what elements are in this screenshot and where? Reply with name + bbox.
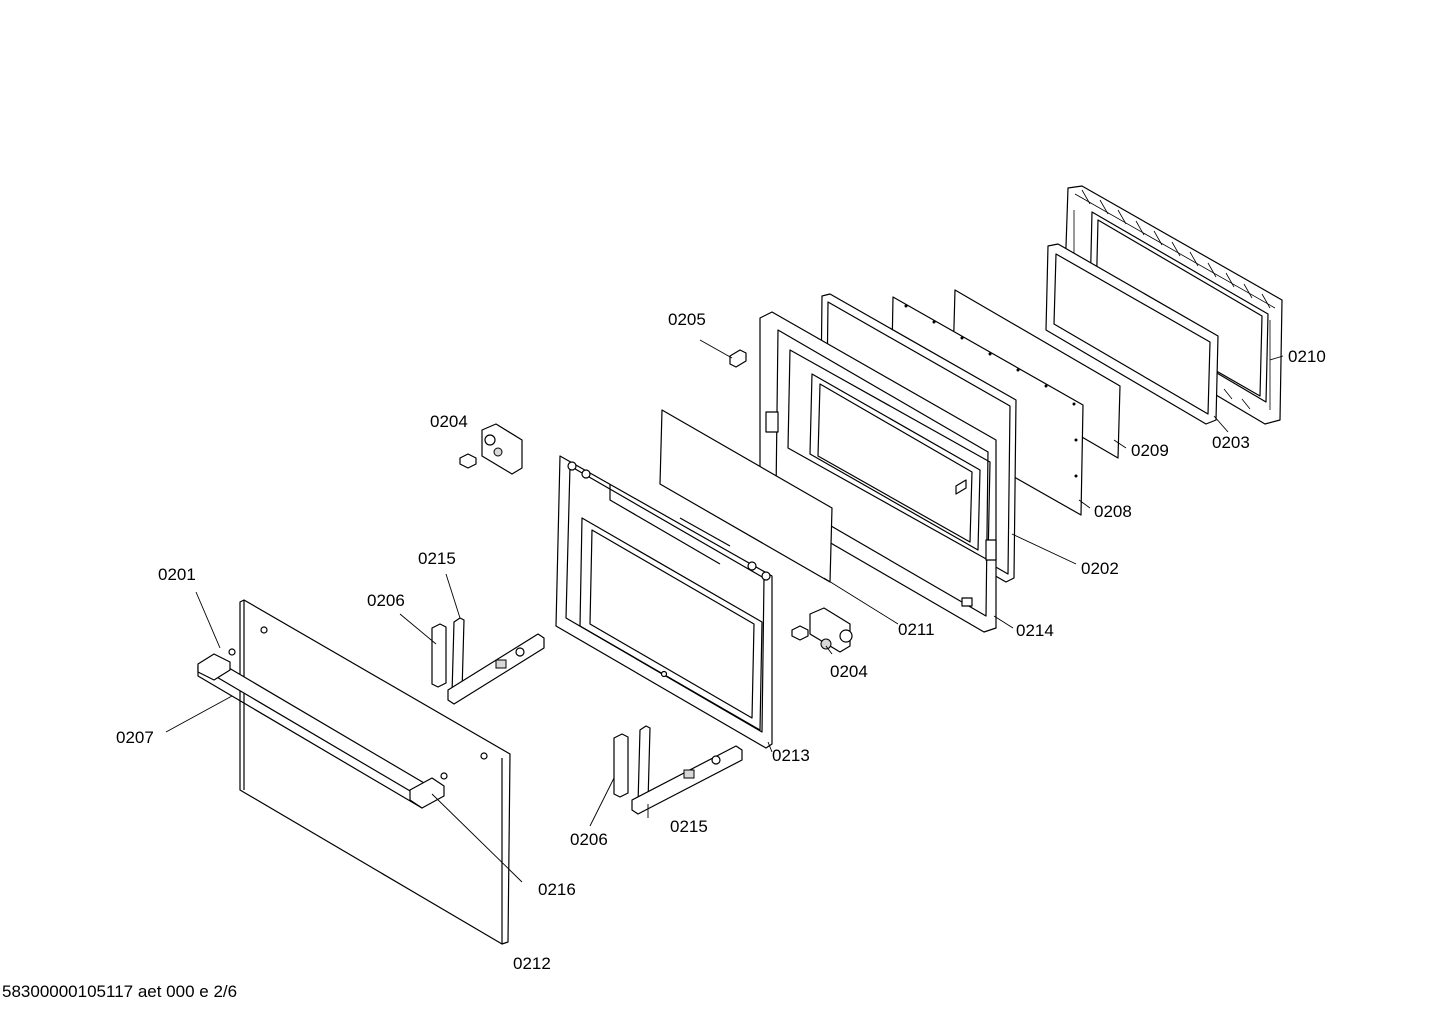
- callout-0204-top: 0204: [430, 412, 468, 431]
- part-0212-door-panel: [239, 599, 511, 945]
- callout-0201: 0201: [158, 565, 196, 584]
- callout-0202: 0202: [1081, 559, 1119, 578]
- callout-0203: 0203: [1212, 433, 1250, 452]
- callout-0211: 0211: [898, 620, 935, 639]
- part-0213-middle-frame: [555, 455, 773, 749]
- part-0204-bracket-bottom: [791, 607, 853, 653]
- callout-0215-bottom: 0215: [670, 817, 708, 836]
- callout-0216: 0216: [538, 880, 576, 899]
- callout-0209: 0209: [1131, 441, 1169, 460]
- part-hinge-lower: [613, 725, 743, 815]
- callout-0205: 0205: [668, 310, 706, 329]
- callout-0212: 0212: [513, 954, 551, 973]
- callout-0210: 0210: [1288, 347, 1326, 366]
- part-0204-bracket-top: [459, 423, 523, 475]
- callout-0208: 0208: [1094, 502, 1132, 521]
- callout-0213: 0213: [772, 746, 810, 765]
- leader-lines: [165, 339, 1284, 883]
- callout-0206-top: 0206: [367, 591, 405, 610]
- callout-0207: 0207: [116, 728, 154, 747]
- callout-labels: 0210 0203 0209 0208 0202 0214 0211 0213 …: [116, 310, 1326, 973]
- document-code: 58300000105117 aet 000 e 2/6: [2, 982, 237, 1001]
- callout-0204-bottom: 0204: [830, 662, 868, 681]
- part-0207-handle: [197, 648, 448, 809]
- part-0203-gasket: [1045, 243, 1219, 425]
- part-0205-clip: [729, 349, 747, 368]
- callout-0215-top: 0215: [418, 549, 456, 568]
- part-hinge-upper: [431, 617, 545, 705]
- callout-0206-bottom: 0206: [570, 830, 608, 849]
- callout-0214: 0214: [1016, 621, 1054, 640]
